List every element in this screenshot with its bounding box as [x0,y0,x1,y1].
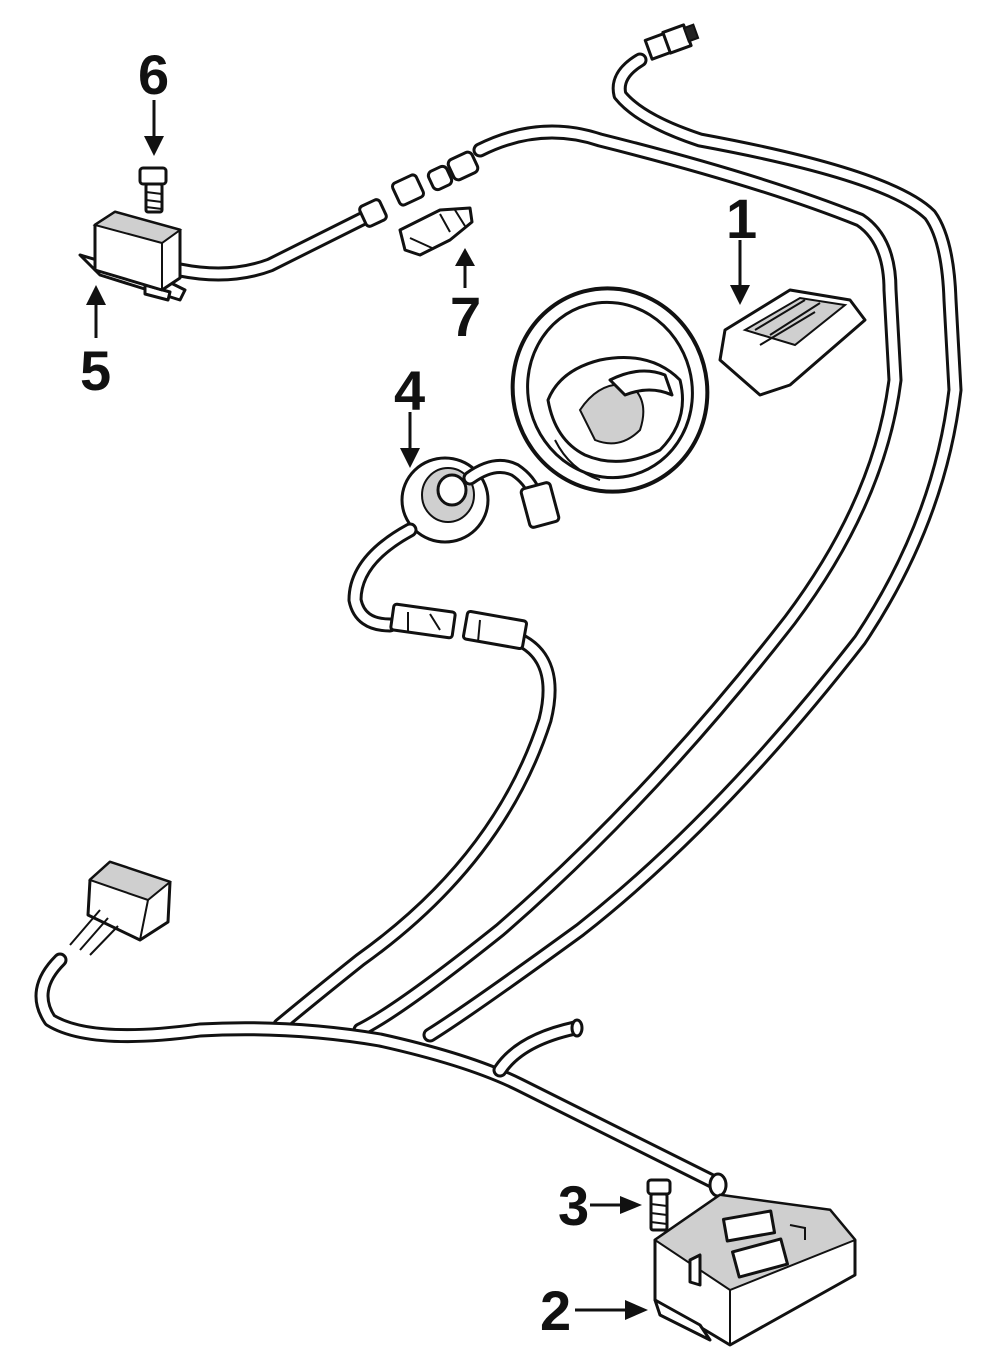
callout-2: 2 [540,1279,571,1342]
callout-3: 3 [558,1174,589,1237]
part-7-clip [398,206,474,257]
callout-labels: 1 2 3 4 5 6 7 [80,43,757,1342]
callout-7: 7 [450,285,481,348]
main-harness [34,52,963,1198]
part-6-bolt [138,166,168,214]
part-2-control-module [653,1193,857,1347]
callout-1: 1 [726,187,757,250]
leader-arrows [86,100,750,1320]
top-connector [643,23,700,61]
steering-wheel [510,286,710,494]
left-connector [69,860,173,956]
part-1-airbag-module [718,288,867,397]
part-4-clock-spring [347,456,561,651]
part-5-sensor [78,210,187,302]
callout-4: 4 [394,359,425,422]
part-3-bolt [646,1178,672,1232]
callout-5: 5 [80,339,111,402]
callout-6: 6 [138,43,169,106]
sensor-5-lead [172,150,480,282]
